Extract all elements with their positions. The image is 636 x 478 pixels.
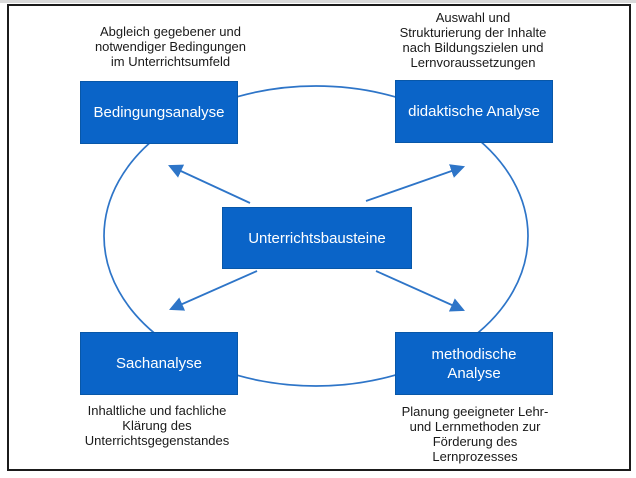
node-label: didaktische Analyse bbox=[408, 103, 540, 120]
node-didaktische-analyse: didaktische Analyse bbox=[395, 80, 553, 143]
annotation-sachanalyse: Inhaltliche und fachliche Klärung des Un… bbox=[84, 403, 230, 448]
node-unterrichtsbausteine: Unterrichtsbausteine bbox=[222, 207, 412, 269]
cycle-ellipse bbox=[103, 85, 529, 387]
node-label: Bedingungsanalyse bbox=[93, 104, 225, 121]
node-bedingungsanalyse: Bedingungsanalyse bbox=[80, 81, 238, 144]
arrow-center-to-methodische-analyse bbox=[375, 270, 465, 312]
annotation-methodische-analyse: Planung geeigneter Lehr- und Lernmethode… bbox=[401, 404, 549, 464]
arrow-center-to-bedingungsanalyse bbox=[168, 164, 251, 204]
annotation-didaktische-analyse: Auswahl und Strukturierung der Inhalte n… bbox=[399, 10, 547, 70]
arrow-center-to-didaktische-analyse bbox=[365, 164, 466, 202]
node-label: Unterrichtsbausteine bbox=[248, 229, 386, 247]
slide-border bbox=[7, 4, 631, 471]
annotation-bedingungsanalyse: Abgleich gegebener und notwendiger Bedin… bbox=[94, 24, 247, 69]
node-label: methodische Analyse bbox=[431, 345, 517, 382]
node-label: Sachanalyse bbox=[116, 355, 202, 372]
node-sachanalyse: Sachanalyse bbox=[80, 332, 238, 395]
node-methodische-analyse: methodische Analyse bbox=[395, 332, 553, 395]
arrow-center-to-sachanalyse bbox=[169, 270, 258, 311]
page-edge-strip bbox=[0, 0, 636, 3]
